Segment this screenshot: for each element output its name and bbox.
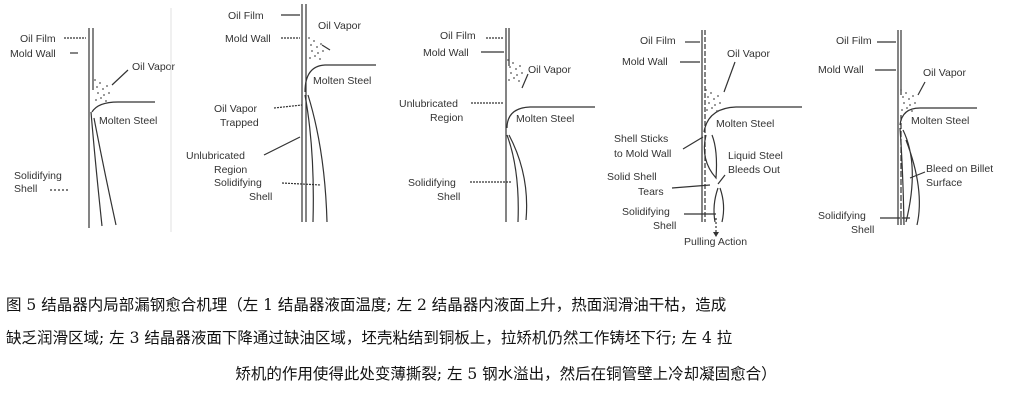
label-solidifying: Solidifying — [818, 210, 866, 222]
label-oil-vapor: Oil Vapor — [923, 67, 966, 79]
label-tears: Tears — [638, 186, 664, 198]
label-unlubricated: Unlubricated — [186, 150, 245, 162]
label-oil-vapor: Oil Vapor — [132, 61, 175, 73]
figure-caption-line-3: 矫机的作用使得此处变薄撕裂; 左 5 钢水溢出，然后在铜管壁上冷却凝固愈合） — [235, 365, 777, 383]
label-shell: Shell — [437, 191, 460, 203]
label-solidifying: Solidifying — [622, 206, 670, 218]
label-oil-film: Oil Film — [836, 35, 872, 47]
panel-5: Oil Film Mold Wall Oil Vapor Molten Stee… — [818, 30, 993, 236]
label-oil-film: Oil Film — [640, 35, 676, 47]
label-oil-vapor-trapped-1: Oil Vapor — [214, 103, 257, 115]
solidifying-shell — [90, 111, 117, 227]
label-oil-vapor-trapped-2: Trapped — [220, 117, 259, 129]
figure-caption-line-2: 缺乏润滑区域; 左 3 结晶器液面下降通过缺油区域，坯壳粘结到铜板上，拉矫机仍然… — [6, 329, 733, 347]
label-solidifying: Solidifying — [214, 177, 262, 189]
label-mold-wall: Mold Wall — [10, 48, 56, 60]
label-molten-steel: Molten Steel — [99, 115, 157, 127]
label-liquid-steel: Liquid Steel — [728, 150, 783, 162]
label-molten-steel: Molten Steel — [516, 113, 574, 125]
label-solid-shell: Solid Shell — [607, 171, 657, 183]
label-shell-sticks-2: to Mold Wall — [614, 148, 671, 160]
label-oil-film: Oil Film — [20, 33, 56, 45]
label-molten-steel: Molten Steel — [716, 118, 774, 130]
label-unlubricated: Unlubricated — [399, 98, 458, 110]
label-region: Region — [214, 164, 247, 176]
label-oil-vapor: Oil Vapor — [528, 64, 571, 76]
label-shell-sticks-1: Shell Sticks — [614, 133, 668, 145]
label-shell: Shell — [851, 224, 874, 236]
label-mold-wall: Mold Wall — [622, 56, 668, 68]
label-mold-wall: Mold Wall — [225, 33, 271, 45]
label-shell: Shell — [14, 183, 37, 195]
label-oil-vapor: Oil Vapor — [318, 20, 361, 32]
mold-breakout-diagrams: Oil Film Mold Wall Oil Vapor Molten Stee… — [10, 4, 993, 248]
figure-caption-line-1: 图 5 结晶器内局部漏钢愈合机理（左 1 结晶器液面温度; 左 2 结晶器内液面… — [6, 296, 727, 314]
label-oil-vapor: Oil Vapor — [727, 48, 770, 60]
label-surface: Surface — [926, 177, 962, 189]
label-pulling-action: Pulling Action — [684, 236, 747, 248]
panel-2: Oil Film Mold Wall Oil Vapor Molten Stee… — [186, 4, 376, 223]
panel-4: Oil Film Mold Wall Oil Vapor Molten Stee… — [607, 30, 802, 248]
label-oil-film: Oil Film — [440, 30, 476, 42]
label-region: Region — [430, 112, 463, 124]
label-mold-wall: Mold Wall — [423, 47, 469, 59]
label-molten-steel: Molten Steel — [313, 75, 371, 87]
label-bleeds-out: Bleeds Out — [728, 164, 780, 176]
label-shell: Shell — [653, 220, 676, 232]
label-solidifying: Solidifying — [408, 177, 456, 189]
label-molten-steel: Molten Steel — [911, 115, 969, 127]
label-bleed-on-billet: Bleed on Billet — [926, 163, 993, 175]
panel-1: Oil Film Mold Wall Oil Vapor Molten Stee… — [10, 28, 175, 228]
label-shell: Shell — [249, 191, 272, 203]
label-oil-film: Oil Film — [228, 10, 264, 22]
molten-steel-meniscus — [91, 101, 155, 113]
label-solidifying: Solidifying — [14, 170, 62, 182]
panel-3: Oil Film Mold Wall Oil Vapor Unlubricate… — [399, 28, 595, 223]
pulling-arrow-icon — [713, 232, 719, 237]
label-mold-wall: Mold Wall — [818, 64, 864, 76]
